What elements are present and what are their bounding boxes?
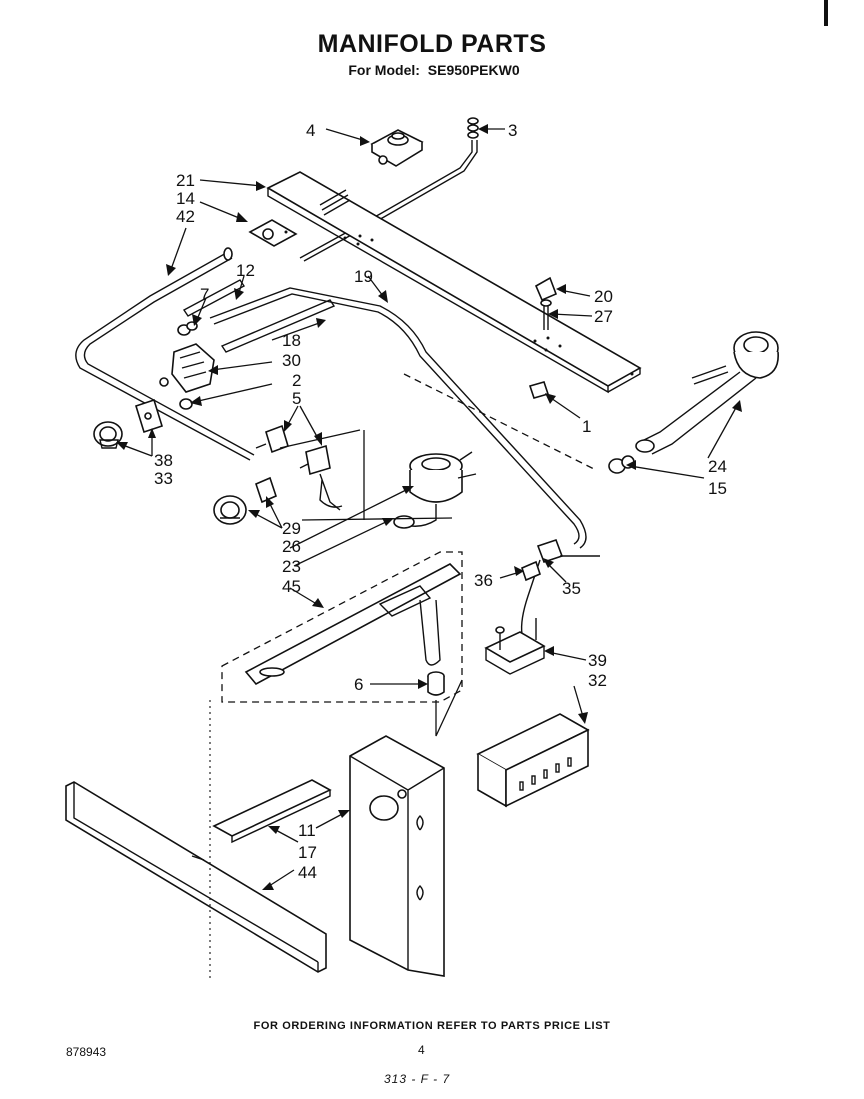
- callout-21: 21: [176, 171, 195, 190]
- reference-code: 313 - F - 7: [384, 1072, 451, 1086]
- callout-7: 7: [200, 285, 209, 304]
- callout-42: 42: [176, 207, 195, 226]
- callout-29: 29: [282, 519, 301, 538]
- callout-15: 15: [708, 479, 727, 498]
- callout-26: 26: [282, 537, 301, 556]
- model-number: SE950PEKW0: [427, 62, 520, 78]
- callout-24: 24: [708, 457, 727, 476]
- part-33-bezel: [135, 398, 163, 434]
- callout-2: 2: [292, 371, 301, 390]
- part-21-bracket: [266, 171, 642, 394]
- callout-36: 36: [474, 571, 493, 590]
- callout-39: 39: [588, 651, 607, 670]
- part-2-spud: [179, 398, 193, 410]
- part-30-valve: [159, 343, 215, 393]
- part-12-rod: [182, 279, 246, 317]
- part-19-gas-tube: [209, 287, 587, 549]
- part-18-rod: [220, 299, 336, 353]
- part-20-clip: [534, 276, 558, 302]
- callout-4: 4: [306, 121, 315, 140]
- page-title: MANIFOLD PARTS: [317, 30, 547, 58]
- part-26-knob: [213, 495, 247, 525]
- part-38-knob: [93, 421, 123, 449]
- callout-11: 11: [298, 821, 316, 840]
- model-line: For Model: SE950PEKW0: [0, 62, 864, 78]
- callout-23: 23: [282, 557, 301, 576]
- callout-19: 19: [354, 267, 373, 286]
- callout-6: 6: [354, 675, 363, 694]
- part-45-bracket-group: [221, 551, 463, 703]
- callout-1: 1: [582, 417, 591, 436]
- part-29-clip: [255, 476, 277, 504]
- model-label: For Model:: [348, 62, 420, 78]
- edge-mark: [824, 0, 828, 26]
- part-44-front-rail: [65, 781, 327, 973]
- document-number: 878943: [66, 1045, 107, 1059]
- part-42-manifold-pipe: [75, 247, 255, 461]
- part-23-burner: [393, 451, 477, 529]
- callout-32: 32: [588, 671, 607, 690]
- part-4-burner-cap: [370, 129, 424, 167]
- callout-30: 30: [282, 351, 301, 370]
- part-11-side-panel: [349, 735, 445, 977]
- part-39-igniter: [484, 618, 546, 675]
- part-27-screw: [540, 299, 552, 330]
- page-number: 4: [418, 1043, 425, 1057]
- part-15-fitting: [608, 455, 635, 474]
- part-35-thermostat: [520, 538, 600, 635]
- part-5-switches: [255, 424, 361, 511]
- callout-3: 3: [508, 121, 517, 140]
- callout-33: 33: [154, 469, 173, 488]
- callout-35: 35: [562, 579, 581, 598]
- callout-45: 45: [282, 577, 301, 596]
- part-17-bracket: [212, 779, 332, 844]
- callout-5: 5: [292, 389, 301, 408]
- callout-44: 44: [298, 863, 317, 882]
- part-1-clip: [528, 381, 550, 399]
- part-14-plate: [248, 219, 298, 247]
- ordering-info-note: FOR ORDERING INFORMATION REFER TO PARTS …: [253, 1020, 611, 1032]
- part-36-sensor: [521, 560, 541, 582]
- part-32-control-box: [476, 713, 590, 808]
- callout-20: 20: [594, 287, 613, 306]
- leader-lines: [116, 124, 742, 890]
- callout-17: 17: [298, 843, 317, 862]
- callout-27: 27: [594, 307, 613, 326]
- part-6-orifice: [427, 671, 445, 696]
- callout-14: 14: [176, 189, 195, 208]
- part-24-burner-assembly: [635, 331, 779, 455]
- callout-18: 18: [282, 331, 301, 350]
- callout-38: 38: [154, 451, 173, 470]
- callout-labels: 4 3 21 14 42 12 19 7 20 27 18 30 2 5 1 3…: [154, 121, 727, 882]
- callout-12: 12: [236, 261, 255, 280]
